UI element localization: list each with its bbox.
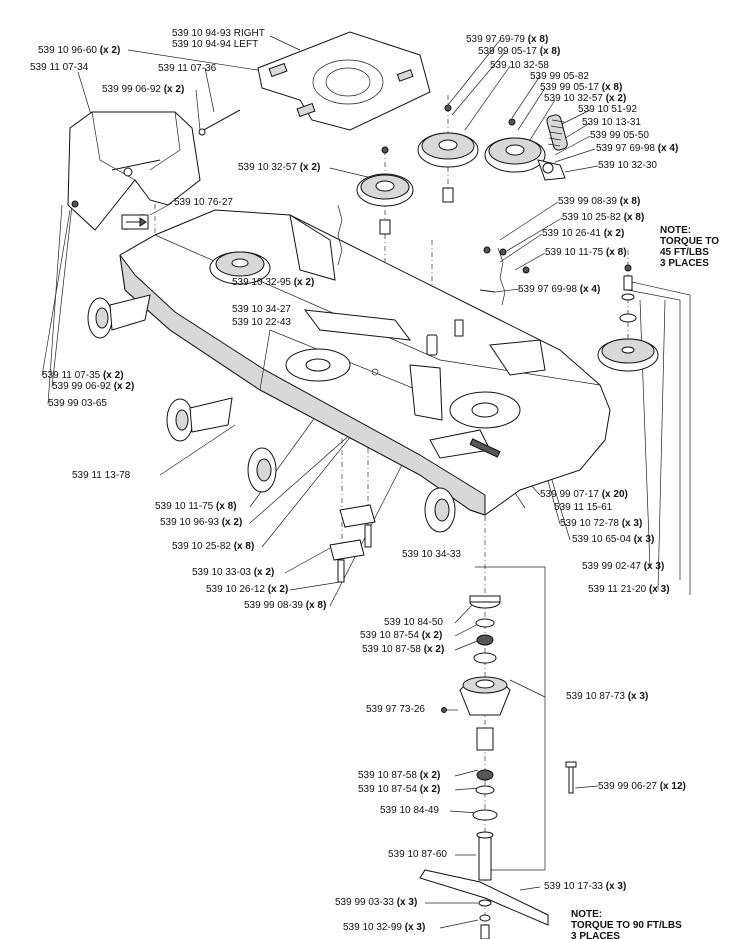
callout-label: 539 11 13-78	[72, 470, 131, 481]
chute-spacer	[198, 128, 206, 136]
callout-label: 539 97 69-79 (x 8)	[466, 34, 549, 45]
torque-note-90: NOTE: TORQUE TO 90 FT/LBS 3 PLACES	[571, 909, 682, 939]
callout-label: 539 11 07-35 (x 2)	[42, 370, 124, 381]
callout-label: 539 10 65-04 (x 3)	[572, 534, 655, 545]
chain-links	[337, 204, 506, 376]
callout-label: 539 10 87-54 (x 2)	[360, 630, 443, 641]
callout-label: 539 99 06-92 (x 2)	[52, 381, 135, 392]
callout-label: 539 10 72-78 (x 3)	[560, 518, 643, 529]
callout-label: 539 99 05-82	[530, 71, 589, 82]
callout-label: 539 10 26-41 (x 2)	[542, 228, 625, 239]
anti-scalp-wheels	[87, 294, 456, 533]
callout-label: 539 10 87-60	[388, 849, 447, 860]
callout-label: 539 97 69-98 (x 4)	[518, 284, 601, 295]
callout-label: 539 10 51-92	[578, 104, 637, 115]
callout-label: 539 99 06-92 (x 2)	[102, 84, 185, 95]
callout-label: 539 99 05-50	[590, 130, 649, 141]
callout-label: 539 10 84-50	[384, 617, 443, 628]
callout-label: 539 10 87-54 (x 2)	[358, 784, 441, 795]
callout-label: 539 10 34-33	[402, 549, 461, 560]
pulley-center	[417, 104, 479, 203]
callout-label: 539 10 94-93 RIGHT	[172, 28, 265, 39]
callout-label: 539 99 05-17 (x 8)	[540, 82, 623, 93]
idler-arm	[537, 159, 566, 181]
callout-label: 539 10 32-57 (x 2)	[238, 162, 321, 173]
idler-pulley-left	[356, 146, 414, 235]
callout-label: 539 10 32-57 (x 2)	[544, 93, 627, 104]
callout-label: 539 10 87-58 (x 2)	[362, 644, 445, 655]
callout-label: 539 10 87-58 (x 2)	[358, 770, 441, 781]
callout-label: 539 10 87-73 (x 3)	[566, 691, 649, 702]
callout-label: 539 10 96-60 (x 2)	[38, 45, 121, 56]
mount-plates	[329, 504, 376, 583]
callout-label: 539 10 94-94 LEFT	[172, 39, 259, 50]
callout-label: 539 10 26-12 (x 2)	[206, 584, 289, 595]
belt-cover	[257, 31, 431, 131]
callout-label: 539 10 32-99 (x 3)	[343, 922, 426, 933]
callout-label: 539 10 25-82 (x 8)	[172, 541, 255, 552]
torque-note-bracket-45b	[631, 281, 691, 595]
callout-label: 539 99 03-65	[48, 398, 107, 409]
callout-label: 539 10 33-03 (x 2)	[192, 567, 275, 578]
callout-label: 539 10 17-33 (x 3)	[544, 881, 627, 892]
callout-label: 539 99 07-17 (x 20)	[540, 489, 628, 500]
pulley-right	[484, 118, 546, 173]
callout-label: 539 97 69-98 (x 4)	[596, 143, 679, 154]
callout-label: 539 10 11-75 (x 8)	[545, 247, 627, 258]
callout-label: 539 10 34-27	[232, 304, 291, 315]
deflector-decal	[121, 214, 149, 230]
callout-label: 539 11 07-36	[158, 63, 217, 74]
callout-label: 539 11 21-20 (x 3)	[588, 584, 670, 595]
deck-brackets	[289, 213, 546, 421]
callout-label: 539 11 07-34	[30, 62, 89, 73]
callout-label: 539 11 15-61	[554, 502, 613, 513]
callout-label: 539 99 08-39 (x 8)	[558, 196, 641, 207]
spindle-assembly	[441, 595, 511, 881]
torque-note-45: NOTE: TORQUE TO 45 FT/LBS 3 PLACES	[660, 225, 720, 269]
callout-label: 539 99 03-33 (x 3)	[335, 897, 418, 908]
torque-note-bracket-45	[627, 289, 681, 580]
callout-label: 539 99 06-27 (x 12)	[598, 781, 686, 792]
discharge-chute	[67, 111, 201, 231]
tension-spring	[546, 114, 568, 151]
callout-label: 539 10 32-95 (x 2)	[232, 277, 315, 288]
callout-label: 539 10 25-82 (x 8)	[562, 212, 645, 223]
callout-label: 539 10 11-75 (x 8)	[155, 501, 237, 512]
spindle-bolt	[565, 761, 577, 794]
spindle-callout-bracket	[475, 566, 546, 871]
chute-rod	[199, 109, 241, 133]
callout-label: 539 99 02-47 (x 3)	[582, 561, 665, 572]
callout-label: 539 10 76-27	[174, 197, 233, 208]
callout-label: 539 99 05-17 (x 8)	[478, 46, 561, 57]
mower-deck	[119, 209, 611, 516]
callout-label: 539 10 13-31	[582, 117, 641, 128]
callout-label: 539 10 32-58	[490, 60, 549, 71]
callout-label: 539 97 73-26	[366, 704, 425, 715]
callout-label: 539 10 22-43	[232, 317, 291, 328]
callout-label: 539 10 32-30	[598, 160, 657, 171]
spindle-pulley	[597, 264, 659, 372]
callout-label: 539 10 84-49	[380, 805, 439, 816]
callout-label: 539 10 96-93 (x 2)	[160, 517, 243, 528]
callout-label: 539 99 08-39 (x 8)	[244, 600, 327, 611]
mower-blade	[419, 869, 549, 939]
